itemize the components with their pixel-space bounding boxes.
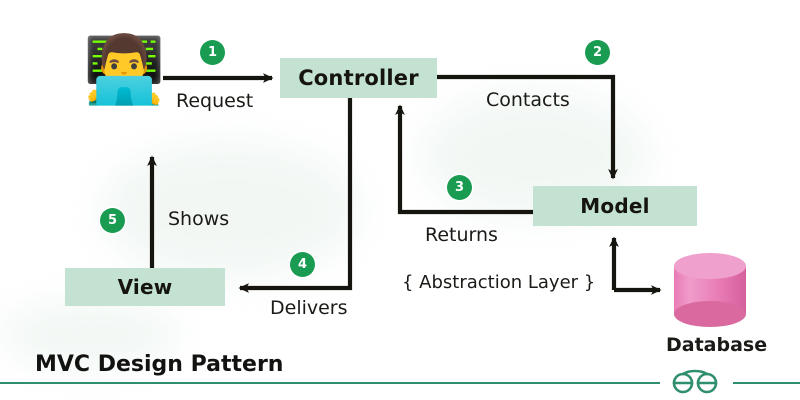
edge-label-delivers: Delivers <box>270 297 348 319</box>
step-badge-2: 2 <box>585 40 610 65</box>
node-controller[interactable]: Controller <box>280 58 437 98</box>
edge-model-database <box>609 236 662 295</box>
background-tint <box>0 300 180 370</box>
database-label: Database <box>666 334 768 356</box>
node-view[interactable]: View <box>65 268 225 306</box>
edge-label-shows: Shows <box>168 208 230 230</box>
step-badge-1: 1 <box>200 40 225 65</box>
background-tint <box>100 140 360 280</box>
cylinder-bottom <box>674 301 746 327</box>
page-title: MVC Design Pattern <box>35 352 284 377</box>
node-model[interactable]: Model <box>533 186 697 226</box>
geeksforgeeks-logo <box>672 369 718 394</box>
edge-label-contacts: Contacts <box>486 89 570 111</box>
cylinder-top <box>674 253 746 279</box>
divider-right <box>733 382 800 384</box>
footer-divider <box>0 381 800 384</box>
edge-label-returns: Returns <box>425 224 498 246</box>
edge-label-request: Request <box>176 90 254 112</box>
step-badge-4: 4 <box>290 252 315 277</box>
step-badge-5: 5 <box>100 208 125 233</box>
abstraction-layer-annotation: { Abstraction Layer } <box>402 272 596 293</box>
database-cylinder-icon <box>670 253 750 327</box>
divider-left <box>0 382 660 384</box>
user-actor-icon: 👨‍💻 <box>83 31 166 108</box>
step-badge-3: 3 <box>447 175 472 200</box>
